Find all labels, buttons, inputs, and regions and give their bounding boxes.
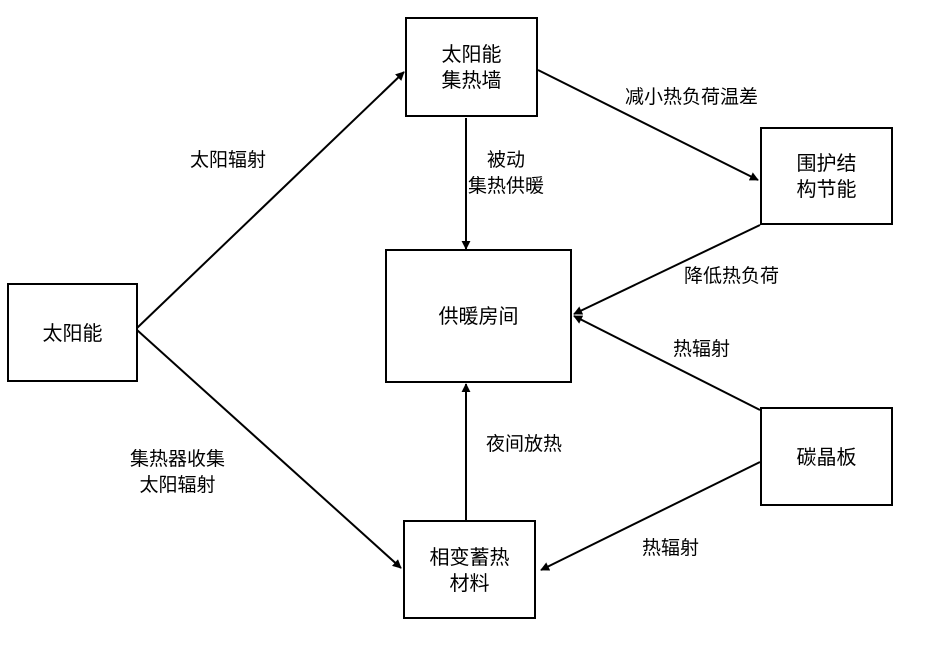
node-solar-wall: 太阳能 集热墙 [405, 17, 538, 117]
node-envelope-energy-saving: 围护结 构节能 [760, 127, 893, 225]
label-carbon-to-pcm: 热辐射 [642, 537, 700, 559]
label-envelope-to-room: 降低热负荷 [684, 265, 780, 287]
arrow-carbon-to-pcm [540, 461, 761, 571]
arrow-wall-to-envelope [537, 69, 759, 181]
arrow-solar-to-pcm [136, 329, 402, 569]
node-heated-room: 供暖房间 [385, 249, 572, 383]
arrow-solar-to-wall [136, 71, 405, 329]
label-wall-to-envelope: 减小热负荷温差 [625, 86, 759, 108]
arrow-carbon-to-room [573, 315, 761, 411]
node-solar: 太阳能 [7, 283, 138, 382]
arrow-envelope-to-room [573, 224, 761, 315]
label-pcm-to-room: 夜间放热 [486, 433, 563, 455]
label-wall-to-room: 被动 集热供暖 [468, 149, 545, 197]
label-solar-to-pcm: 集热器收集 太阳辐射 [130, 448, 226, 496]
label-carbon-to-room: 热辐射 [673, 338, 731, 360]
label-solar-to-wall: 太阳辐射 [190, 149, 267, 171]
node-carbon-crystal-panel: 碳晶板 [760, 407, 893, 506]
node-phase-change-material: 相变蓄热 材料 [403, 520, 536, 619]
